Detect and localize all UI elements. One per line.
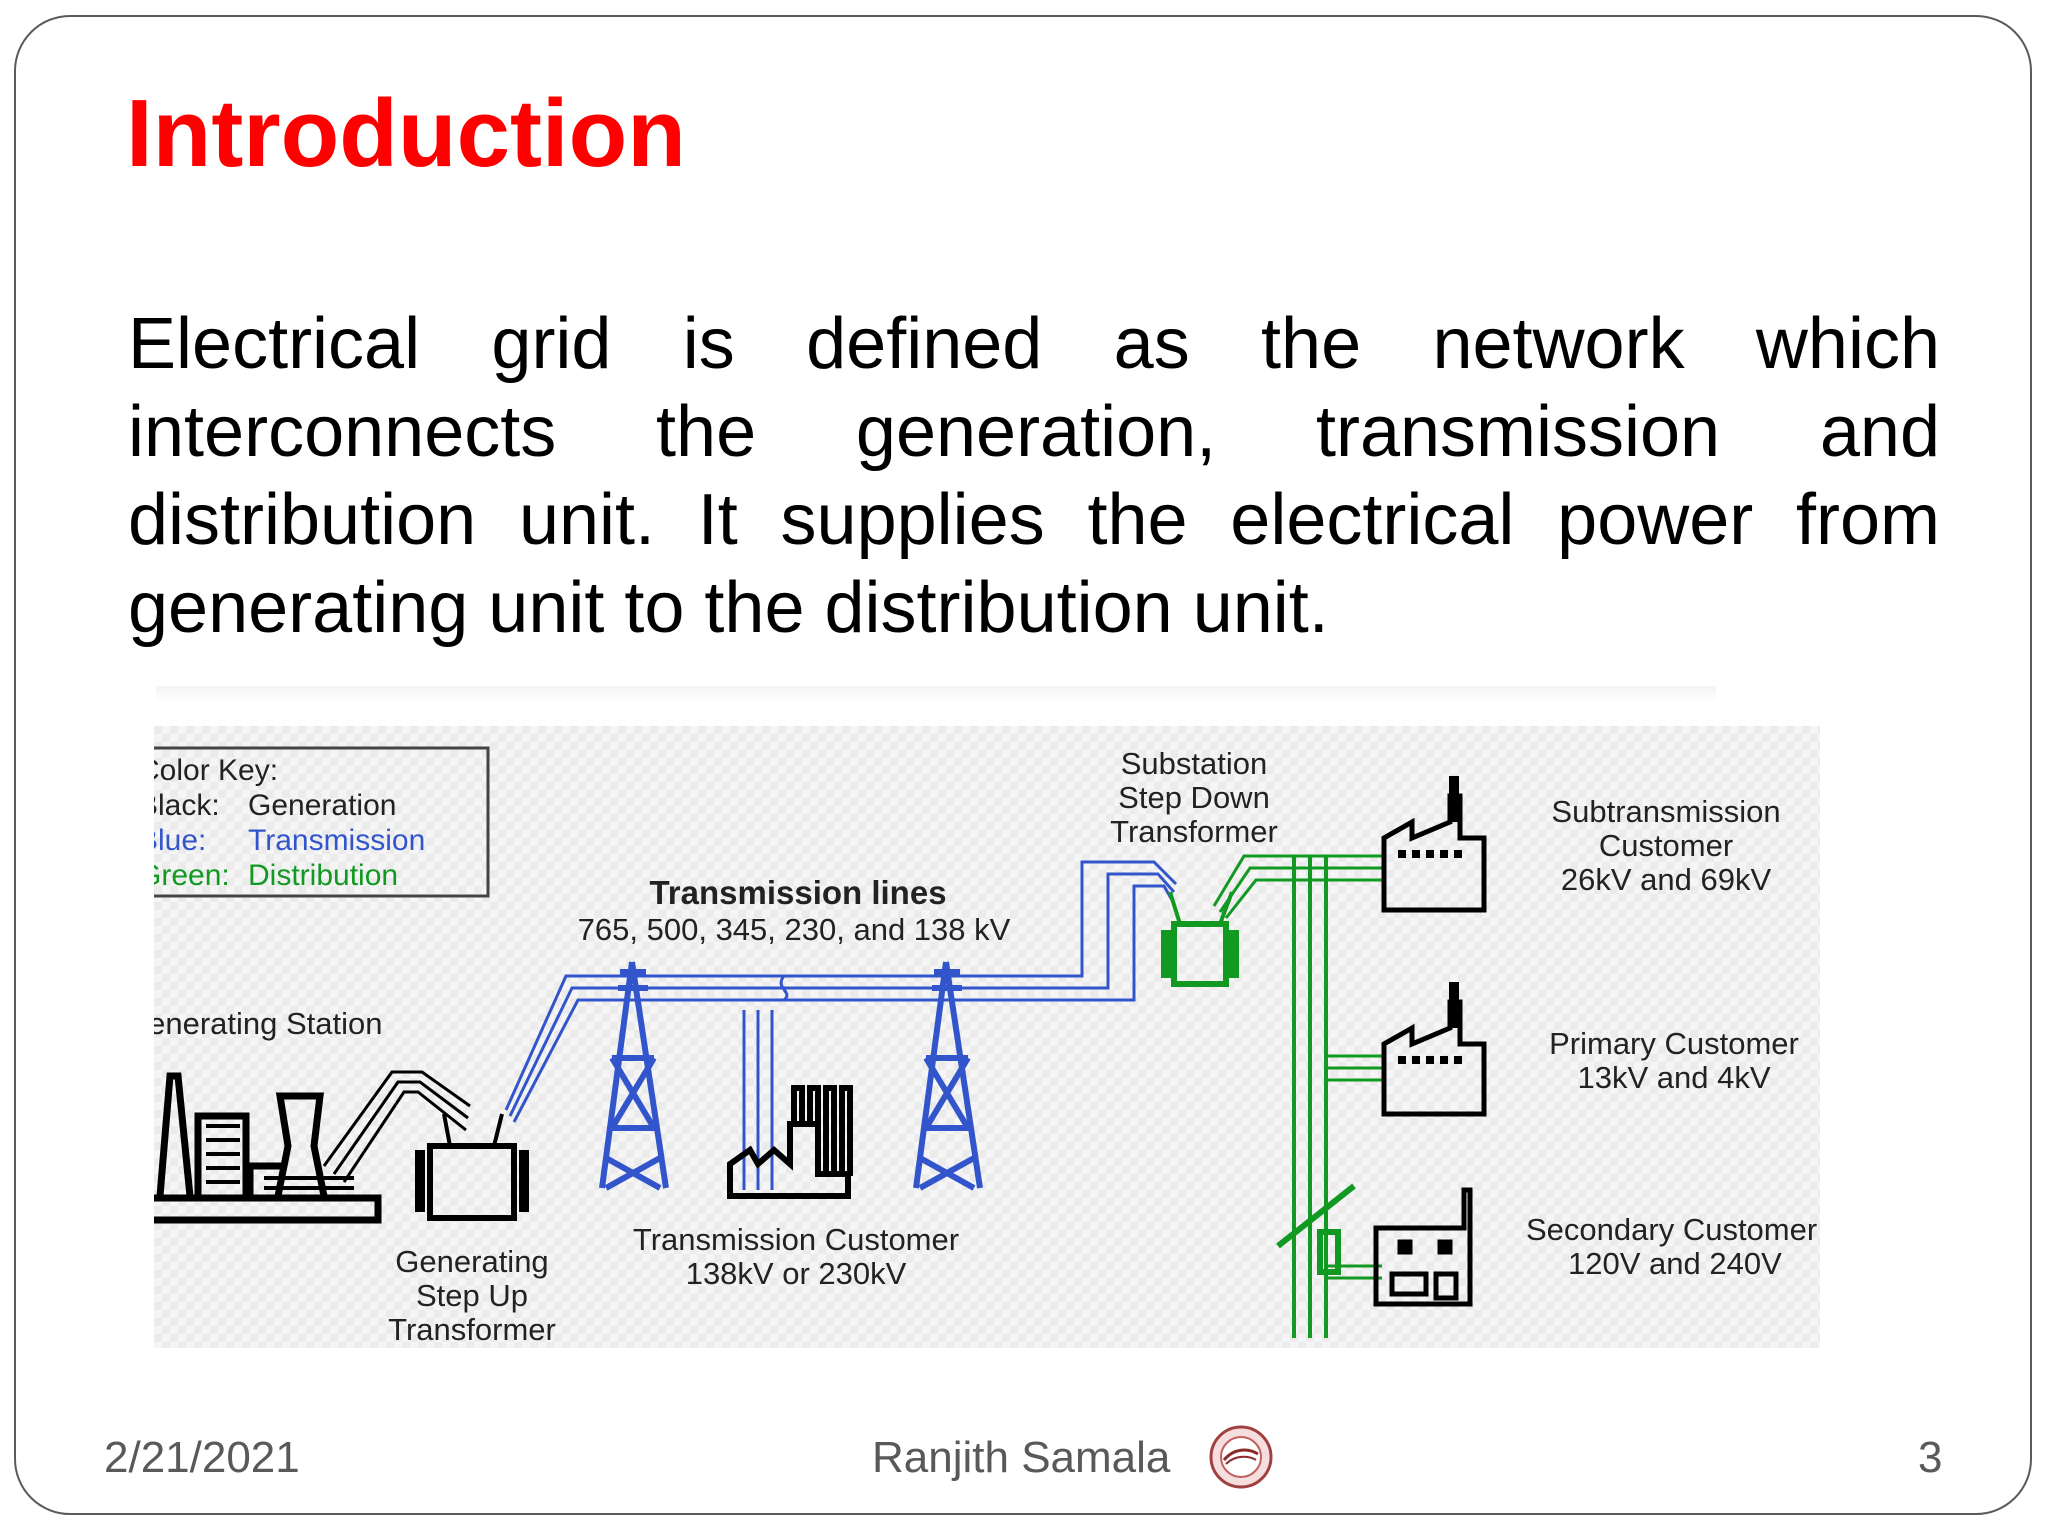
primary-customer-factory-icon	[1381, 982, 1487, 1117]
subtransmission-label-line3: 26kV and 69kV	[1561, 862, 1772, 897]
color-key-label-black: Black:	[154, 789, 220, 822]
substation-label-line1: Substation	[1121, 746, 1268, 781]
color-key-value-distribution: Distribution	[248, 859, 398, 892]
diagram-shadow	[156, 686, 1716, 702]
subtransmission-customer-factory-icon	[1381, 776, 1487, 913]
step-up-label-line3: Transformer	[388, 1312, 556, 1347]
generating-station-icon	[154, 1072, 382, 1224]
secondary-customer-label-line2: 120V and 240V	[1568, 1246, 1782, 1281]
transmission-lines-title: Transmission lines	[649, 874, 946, 911]
slide-body-text: Electrical grid is defined as the networ…	[128, 304, 1940, 648]
footer-author: Ranjith Samala	[872, 1433, 1171, 1482]
step-up-label-line1: Generating	[395, 1244, 548, 1279]
generating-station-label: Generating Station	[154, 1006, 383, 1041]
primary-customer-label-line1: Primary Customer	[1549, 1026, 1799, 1061]
slide-title: Introduction	[126, 80, 686, 187]
power-grid-diagram: Color Key: Black: Generation Blue: Trans…	[154, 726, 1820, 1348]
pole-transformer-icon	[1276, 1183, 1356, 1275]
primary-customer-label-line2: 13kV and 4kV	[1577, 1060, 1770, 1095]
color-key-box	[154, 746, 490, 898]
transmission-lines	[504, 860, 1178, 1190]
substation-label-line3: Transformer	[1110, 814, 1278, 849]
secondary-customer-label-line1: Secondary Customer	[1526, 1212, 1817, 1247]
footer-date: 2/21/2021	[104, 1433, 300, 1482]
color-key-value-transmission: Transmission	[248, 824, 425, 857]
author-logo-icon	[1209, 1425, 1273, 1489]
subtransmission-label-line1: Subtransmission	[1551, 794, 1780, 829]
transmission-customer-factory-icon	[727, 1085, 853, 1199]
diagram-background	[154, 726, 1820, 1348]
footer-page-number: 3	[1918, 1433, 1943, 1482]
distribution-lines	[1212, 854, 1384, 1338]
transmission-tower-left-icon	[599, 961, 669, 1191]
secondary-customer-house-icon	[1373, 1187, 1473, 1307]
color-key-label-green: Green:	[154, 859, 230, 892]
subtransmission-label-line2: Customer	[1599, 828, 1733, 863]
transmission-tower-right-icon	[913, 961, 983, 1191]
generation-lines	[322, 1070, 471, 1183]
color-key-value-generation: Generation	[248, 789, 396, 822]
substation-label-line2: Step Down	[1118, 780, 1270, 815]
transmission-lines-voltages: 765, 500, 345, 230, and 138 kV	[578, 912, 1011, 947]
color-key-label-blue: Blue:	[154, 824, 206, 857]
transmission-customer-label-line2: 138kV or 230kV	[686, 1256, 907, 1291]
step-up-label-line2: Step Up	[416, 1278, 528, 1313]
step-down-transformer-icon	[1161, 891, 1239, 987]
transmission-customer-label-line1: Transmission Customer	[633, 1222, 959, 1257]
step-up-transformer-icon	[415, 1113, 529, 1221]
color-key-heading: Color Key:	[154, 754, 278, 787]
